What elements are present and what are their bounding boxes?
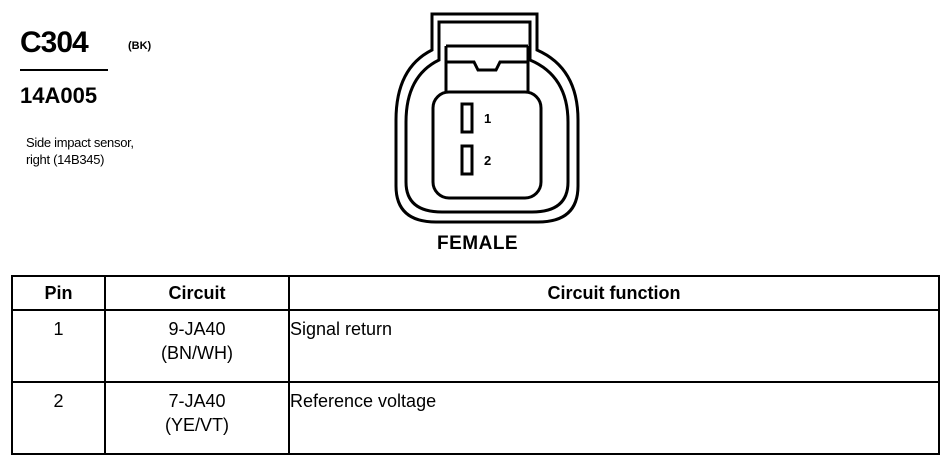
pin-cell: 1 [11, 309, 106, 383]
pin-table: Pin Circuit Circuit function 1 9-JA40 (B… [11, 275, 940, 455]
terminal-body [431, 90, 543, 200]
header-circuit: Circuit [104, 275, 290, 311]
pin-2-label: 2 [484, 153, 491, 168]
header-divider [20, 69, 108, 71]
table-header-row: Pin Circuit Circuit function [11, 275, 940, 311]
header-circuit-function: Circuit function [288, 275, 940, 311]
pin-1-slot [460, 102, 474, 134]
description-line-1: Side impact sensor, [26, 135, 134, 150]
table-row: 2 7-JA40 (YE/VT) Reference voltage [11, 381, 940, 455]
circuit-cell: 9-JA40 (BN/WH) [104, 309, 290, 383]
header-pin: Pin [11, 275, 106, 311]
connector-face-diagram: 1 2 [394, 12, 580, 224]
description-line-2: right (14B345) [26, 152, 105, 167]
connector-gender: FEMALE [437, 233, 519, 254]
circuit-color: (YE/VT) [164, 415, 229, 435]
circuit-number: 9-JA40 [168, 319, 226, 339]
circuit-number: 7-JA40 [168, 391, 226, 411]
circuit-color: (BN/WH) [161, 343, 233, 363]
pin-2-slot [460, 144, 474, 176]
pin-cell: 2 [11, 381, 106, 455]
circuit-function-cell: Signal return [288, 309, 940, 383]
connector-color-code: (BK) [128, 40, 152, 52]
connector-id: C304 [20, 26, 89, 59]
circuit-function-cell: Reference voltage [288, 381, 940, 455]
pin-1-label: 1 [484, 111, 491, 126]
circuit-cell: 7-JA40 (YE/VT) [104, 381, 290, 455]
connector-description: Side impact sensor, right (14B345) [26, 134, 134, 168]
connector-housing-inner [404, 20, 570, 214]
part-number: 14A005 [20, 83, 98, 108]
connector-housing-outer [394, 12, 580, 224]
locking-tab [444, 44, 530, 92]
table-row: 1 9-JA40 (BN/WH) Signal return [11, 309, 940, 383]
